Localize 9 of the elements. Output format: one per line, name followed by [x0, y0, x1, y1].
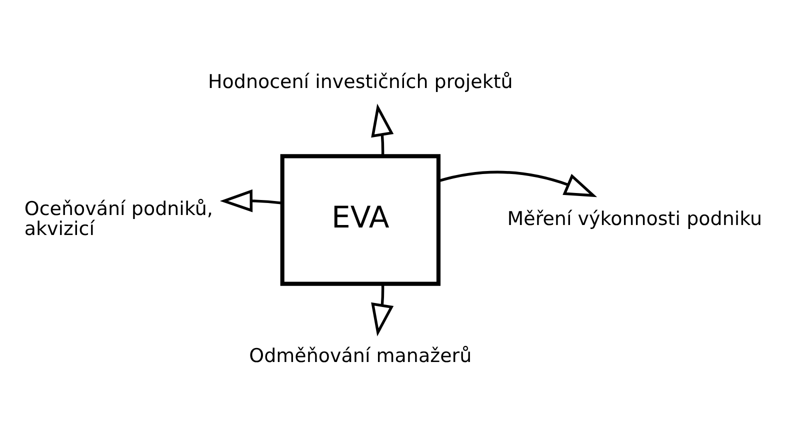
arrow [438, 170, 598, 198]
node-text: Odměňování manažerů [249, 345, 472, 368]
node-text: Měření výkonnosti podniku [507, 208, 762, 230]
node-text: Hodnocení investičních projektů [208, 70, 513, 93]
node-text: Oceňování podniků, akvizicí [24, 198, 213, 240]
node-box: EVA [280, 154, 441, 286]
arrow [371, 104, 394, 156]
arrow [220, 189, 282, 212]
arrow [371, 284, 394, 336]
